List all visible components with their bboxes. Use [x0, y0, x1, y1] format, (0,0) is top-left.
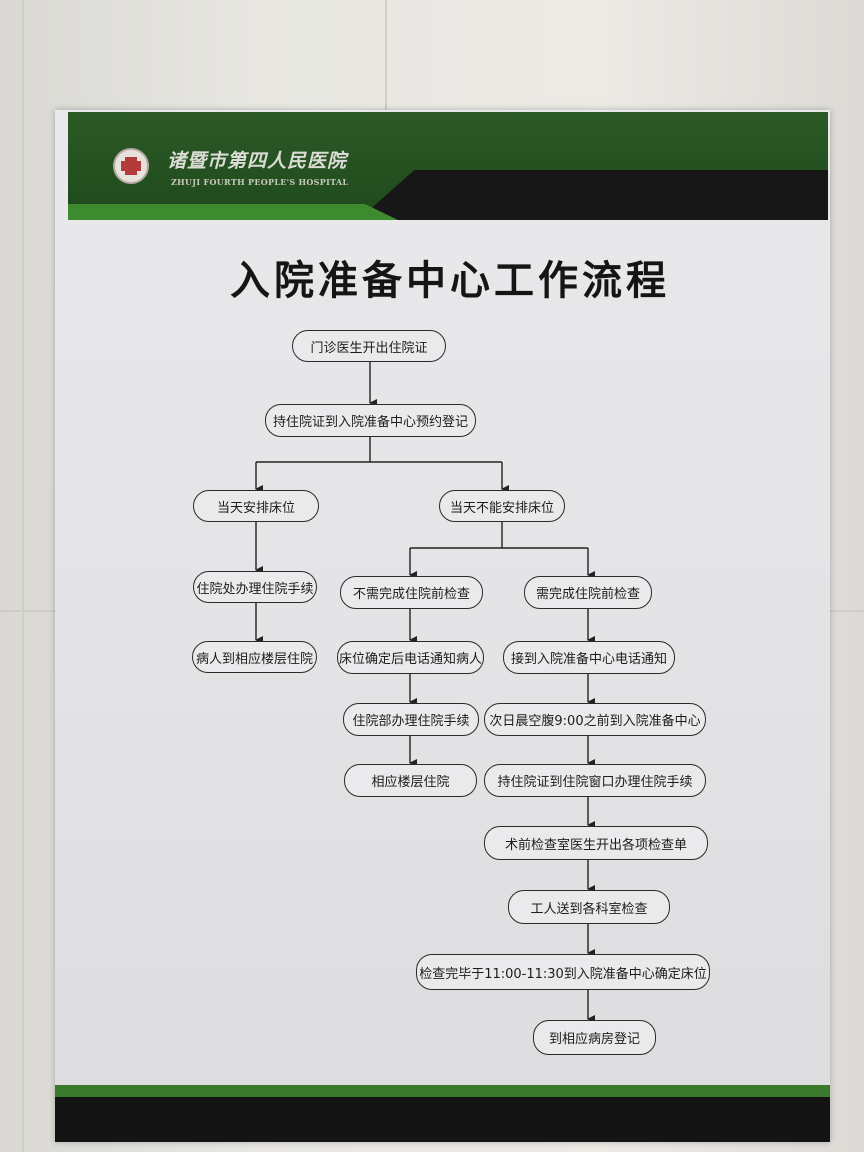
header-green-strip: [68, 204, 398, 220]
flow-step-no-preexam: 不需完成住院前检查: [340, 576, 483, 609]
flow-step-exam-orders: 术前检查室医生开出各项检查单: [484, 826, 708, 860]
flow-step-inpatient-dept: 住院部办理住院手续: [343, 703, 479, 736]
flow-step-register: 持住院证到入院准备中心预约登记: [265, 404, 476, 437]
flow-step-outpatient-order: 门诊医生开出住院证: [292, 330, 446, 362]
page-title: 入院准备中心工作流程: [230, 258, 670, 304]
flow-step-confirm-bed: 检查完毕于11:00-11:30到入院准备中心确定床位: [416, 954, 710, 990]
hospital-logo: [113, 148, 149, 184]
flow-step-phone-notify-patient: 床位确定后电话通知病人: [337, 641, 484, 674]
flow-step-admission-office: 住院处办理住院手续: [193, 571, 317, 603]
flow-step-go-to-floor: 病人到相应楼层住院: [192, 641, 317, 673]
poster-footer: [55, 1085, 830, 1142]
flow-step-no-bed-same-day: 当天不能安排床位: [439, 490, 565, 522]
flow-step-bed-same-day: 当天安排床位: [193, 490, 319, 522]
flow-step-floor-admission: 相应楼层住院: [344, 764, 477, 797]
poster-header: [68, 112, 828, 220]
wall-tile-seam: [22, 0, 24, 1152]
flow-step-escort-exams: 工人送到各科室检查: [508, 890, 670, 924]
wall-tile-seam: [385, 0, 387, 110]
flow-step-fasting-next-morning: 次日晨空腹9:00之前到入院准备中心: [484, 703, 706, 736]
flow-step-need-preexam: 需完成住院前检查: [524, 576, 652, 609]
hospital-name: 诸暨市第四人民医院: [167, 150, 348, 172]
header-dark-band: [358, 170, 828, 220]
hospital-name-en: ZHUJI FOURTH PEOPLE'S HOSPITAL: [171, 177, 349, 187]
flow-step-window-procedures: 持住院证到住院窗口办理住院手续: [484, 764, 706, 797]
flow-step-ward-register: 到相应病房登记: [533, 1020, 656, 1055]
flow-step-receive-call: 接到入院准备中心电话通知: [503, 641, 675, 674]
